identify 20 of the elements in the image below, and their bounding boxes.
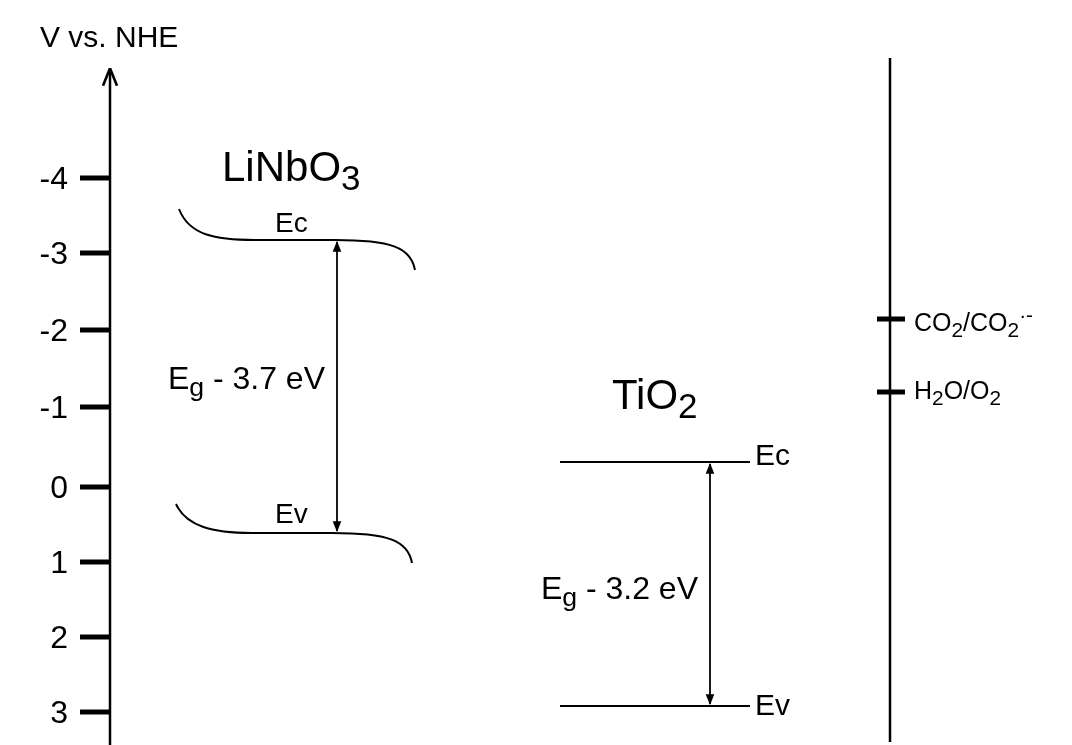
tick-label: -2 [39, 314, 68, 346]
band-gap-label: E$_{g}$ - 3.7 eV [167, 362, 325, 402]
tick-label: -4 [39, 162, 68, 194]
band-edge-label: Ev [755, 690, 790, 720]
redox-couple-label: H$_{2}$O/O$_{2}$ [914, 378, 1002, 409]
band-edge-label: Ec [755, 440, 790, 470]
band-edge-label: Ev [275, 500, 308, 528]
tick-label: 2 [50, 621, 68, 653]
double-arrow [705, 462, 715, 706]
tick-label: -1 [39, 391, 68, 423]
band-gap-label: E$_{g}$ - 3.2 eV [540, 572, 698, 612]
tick-label: 0 [50, 471, 68, 503]
material-name: LiNbO$_{3}$ [222, 146, 361, 196]
tick-label: 3 [50, 696, 68, 728]
double-arrow [332, 240, 342, 533]
tick-label: -3 [39, 237, 68, 269]
band-edge-label: Ec [275, 209, 308, 237]
axis-title: V vs. NHE [40, 22, 179, 52]
tick-label: 1 [50, 546, 68, 578]
material-name: TiO$_{2}$ [612, 374, 698, 424]
